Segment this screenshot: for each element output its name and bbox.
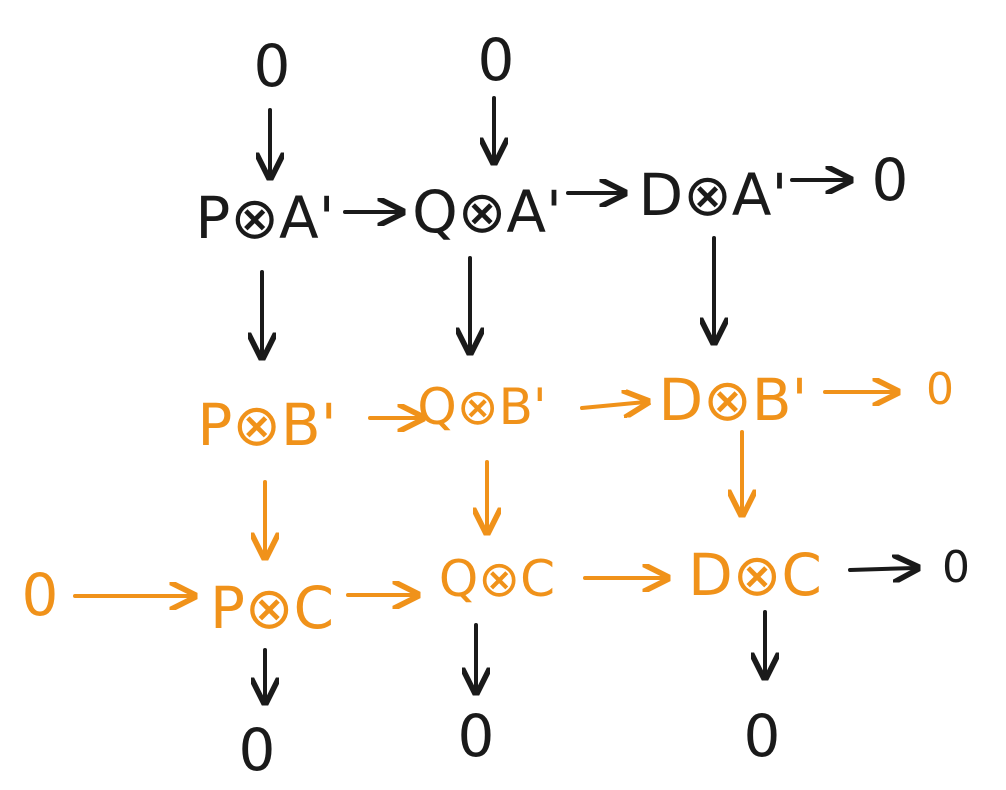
- row-c-zero-right: 0: [942, 542, 970, 593]
- bottom-zero-right: 0: [744, 702, 781, 770]
- node-p-tensor-a-prime: P⊗A': [195, 184, 334, 252]
- bottom-zero-mid: 0: [458, 702, 495, 770]
- top-zero-right: 0: [478, 26, 515, 94]
- row-b-zero: 0: [926, 364, 954, 415]
- node-q-tensor-a-prime: Q⊗A': [412, 178, 562, 246]
- arrow-c-d-to-zero: [848, 568, 915, 570]
- row-a-zero: 0: [872, 146, 909, 214]
- row-c-zero-left: 0: [22, 561, 59, 629]
- arrow-b-q-to-d: [580, 402, 645, 408]
- bottom-zero-left: 0: [239, 716, 276, 784]
- node-p-tensor-b-prime: P⊗B': [197, 391, 336, 459]
- node-p-tensor-c: P⊗C: [210, 574, 334, 642]
- node-d-tensor-a-prime: D⊗A': [639, 161, 788, 229]
- node-d-tensor-b-prime: D⊗B': [659, 366, 808, 434]
- node-d-tensor-c: D⊗C: [688, 541, 822, 609]
- top-zero-left: 0: [254, 32, 291, 100]
- node-q-tensor-b-prime: Q⊗B': [417, 378, 546, 436]
- node-q-tensor-c: Q⊗C: [439, 550, 555, 608]
